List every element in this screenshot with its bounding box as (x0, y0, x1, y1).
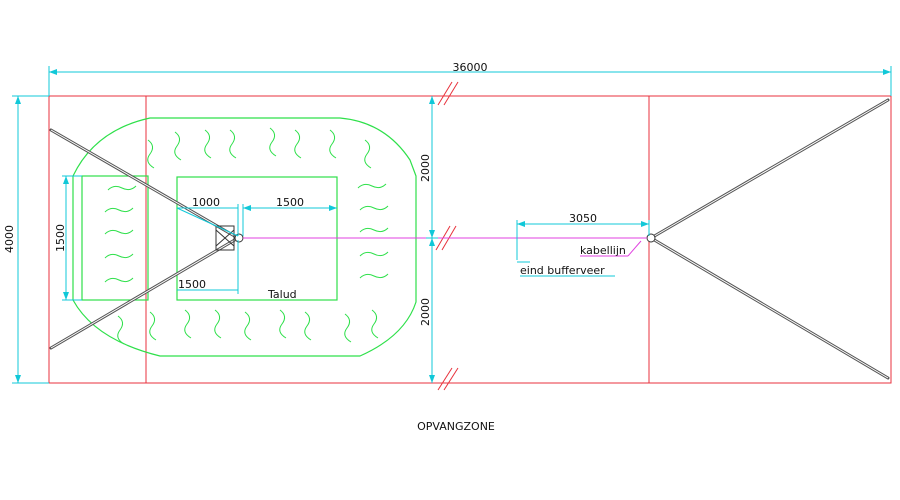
boundary (48, 81, 892, 391)
hatching (104, 127, 389, 345)
cable-line (243, 237, 647, 257)
talud-outer (72, 117, 417, 357)
talud-label: Talud (267, 288, 297, 301)
dim-upper-half: 2000 (419, 154, 432, 182)
dim-bottom-offset: 1500 (178, 278, 206, 291)
dim-buffer-distance: 3050 (569, 212, 597, 225)
talud-inner-left (81, 175, 149, 301)
dim-inner-offset: 1000 (192, 196, 220, 209)
break-bottom-a (437, 367, 453, 391)
buffer-end-label: eind bufferveer (520, 264, 605, 277)
dim-overall-width: 4000 (3, 225, 16, 253)
talud (72, 117, 417, 357)
dim-lower-half: 2000 (419, 298, 432, 326)
anchor-point-right (646, 233, 656, 243)
dim-inner-length: 1500 (276, 196, 304, 209)
cable-line-label: kabellijn (580, 244, 626, 257)
dimension-arrows (15, 69, 891, 383)
break-bottom-b (443, 367, 459, 391)
kabellijn-leader (627, 240, 642, 257)
dim-overall-length: 36000 (453, 61, 488, 74)
break-top-a (437, 81, 453, 106)
break-top-b (443, 81, 459, 106)
anchor-device-left (215, 225, 244, 251)
outer-boundary (48, 95, 892, 384)
dim-inner-width: 1500 (54, 224, 67, 252)
drawing-caption: OPVANGZONE (417, 420, 495, 433)
dimension-lines (12, 66, 892, 384)
